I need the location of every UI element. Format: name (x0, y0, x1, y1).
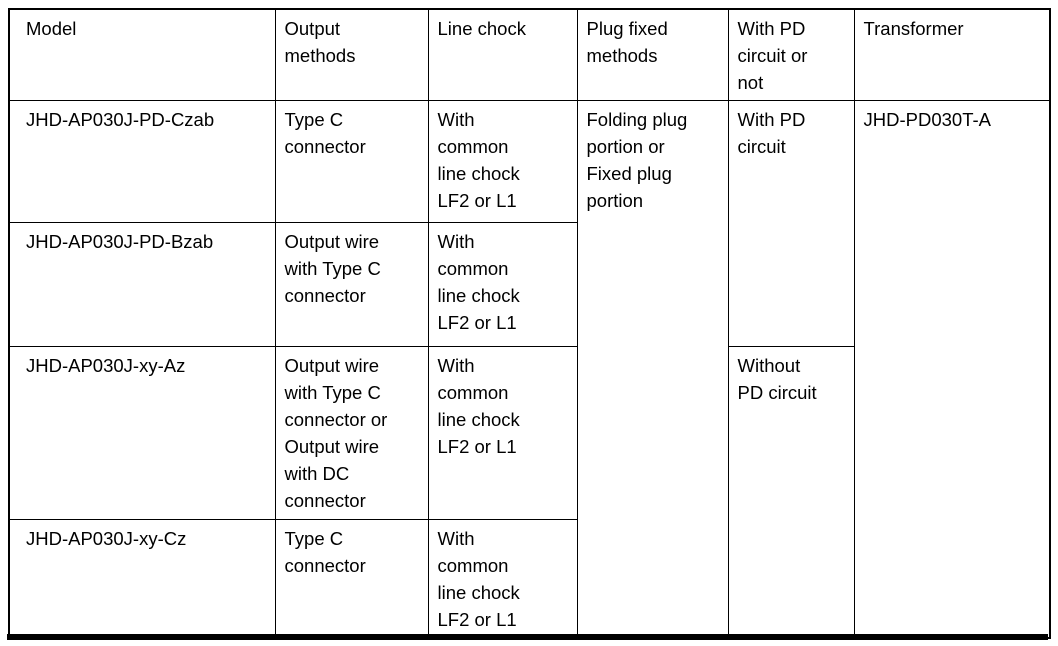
header-plug-fixed-methods: Plug fixed methods (576, 8, 729, 101)
bottom-horizontal-rule (7, 634, 1048, 640)
line-chock-cell: With common line chock LF2 or L1 (427, 100, 578, 223)
transformer-cell: JHD-PD030T-A (853, 100, 1051, 639)
model-cell: JHD-AP030J-PD-Czab (8, 100, 276, 223)
table-row: JHD-AP030J-xy-Az Output wire with Type C… (8, 346, 1050, 639)
line-chock-cell: With common line chock LF2 or L1 (427, 222, 578, 347)
without-pd-circuit-cell: Without PD circuit (727, 346, 855, 639)
header-transformer: Transformer (853, 8, 1051, 101)
header-pd-circuit: With PD circuit or not (727, 8, 855, 101)
with-pd-circuit-cell: With PD circuit (727, 100, 855, 347)
header-row: Model Output methods Line chock Plug fix… (8, 8, 1051, 101)
line-chock-cell: With common line chock LF2 or L1 (427, 519, 578, 639)
model-cell: JHD-AP030J-PD-Bzab (8, 222, 276, 347)
header-model: Model (8, 8, 276, 101)
table-row: JHD-AP030J-xy-Cz Type C connector With c… (8, 519, 1050, 639)
output-method-cell: Output wire with Type C connector (274, 222, 429, 347)
table-row: JHD-AP030J-PD-Czab Type C connector With… (8, 100, 1051, 639)
model-spec-table: Model Output methods Line chock Plug fix… (8, 8, 1051, 639)
output-method-cell: Type C connector (274, 100, 429, 223)
line-chock-cell: With common line chock LF2 or L1 (427, 346, 578, 520)
model-cell: JHD-AP030J-xy-Cz (8, 519, 276, 639)
plug-fixed-method-cell: Folding plug portion or Fixed plug porti… (576, 100, 729, 639)
output-method-cell: Output wire with Type C connector or Out… (274, 346, 429, 520)
header-line-chock: Line chock (427, 8, 578, 101)
header-output-methods: Output methods (274, 8, 429, 101)
output-method-cell: Type C connector (274, 519, 429, 639)
model-cell: JHD-AP030J-xy-Az (8, 346, 276, 520)
table-row: JHD-AP030J-PD-Bzab Output wire with Type… (8, 222, 1050, 347)
